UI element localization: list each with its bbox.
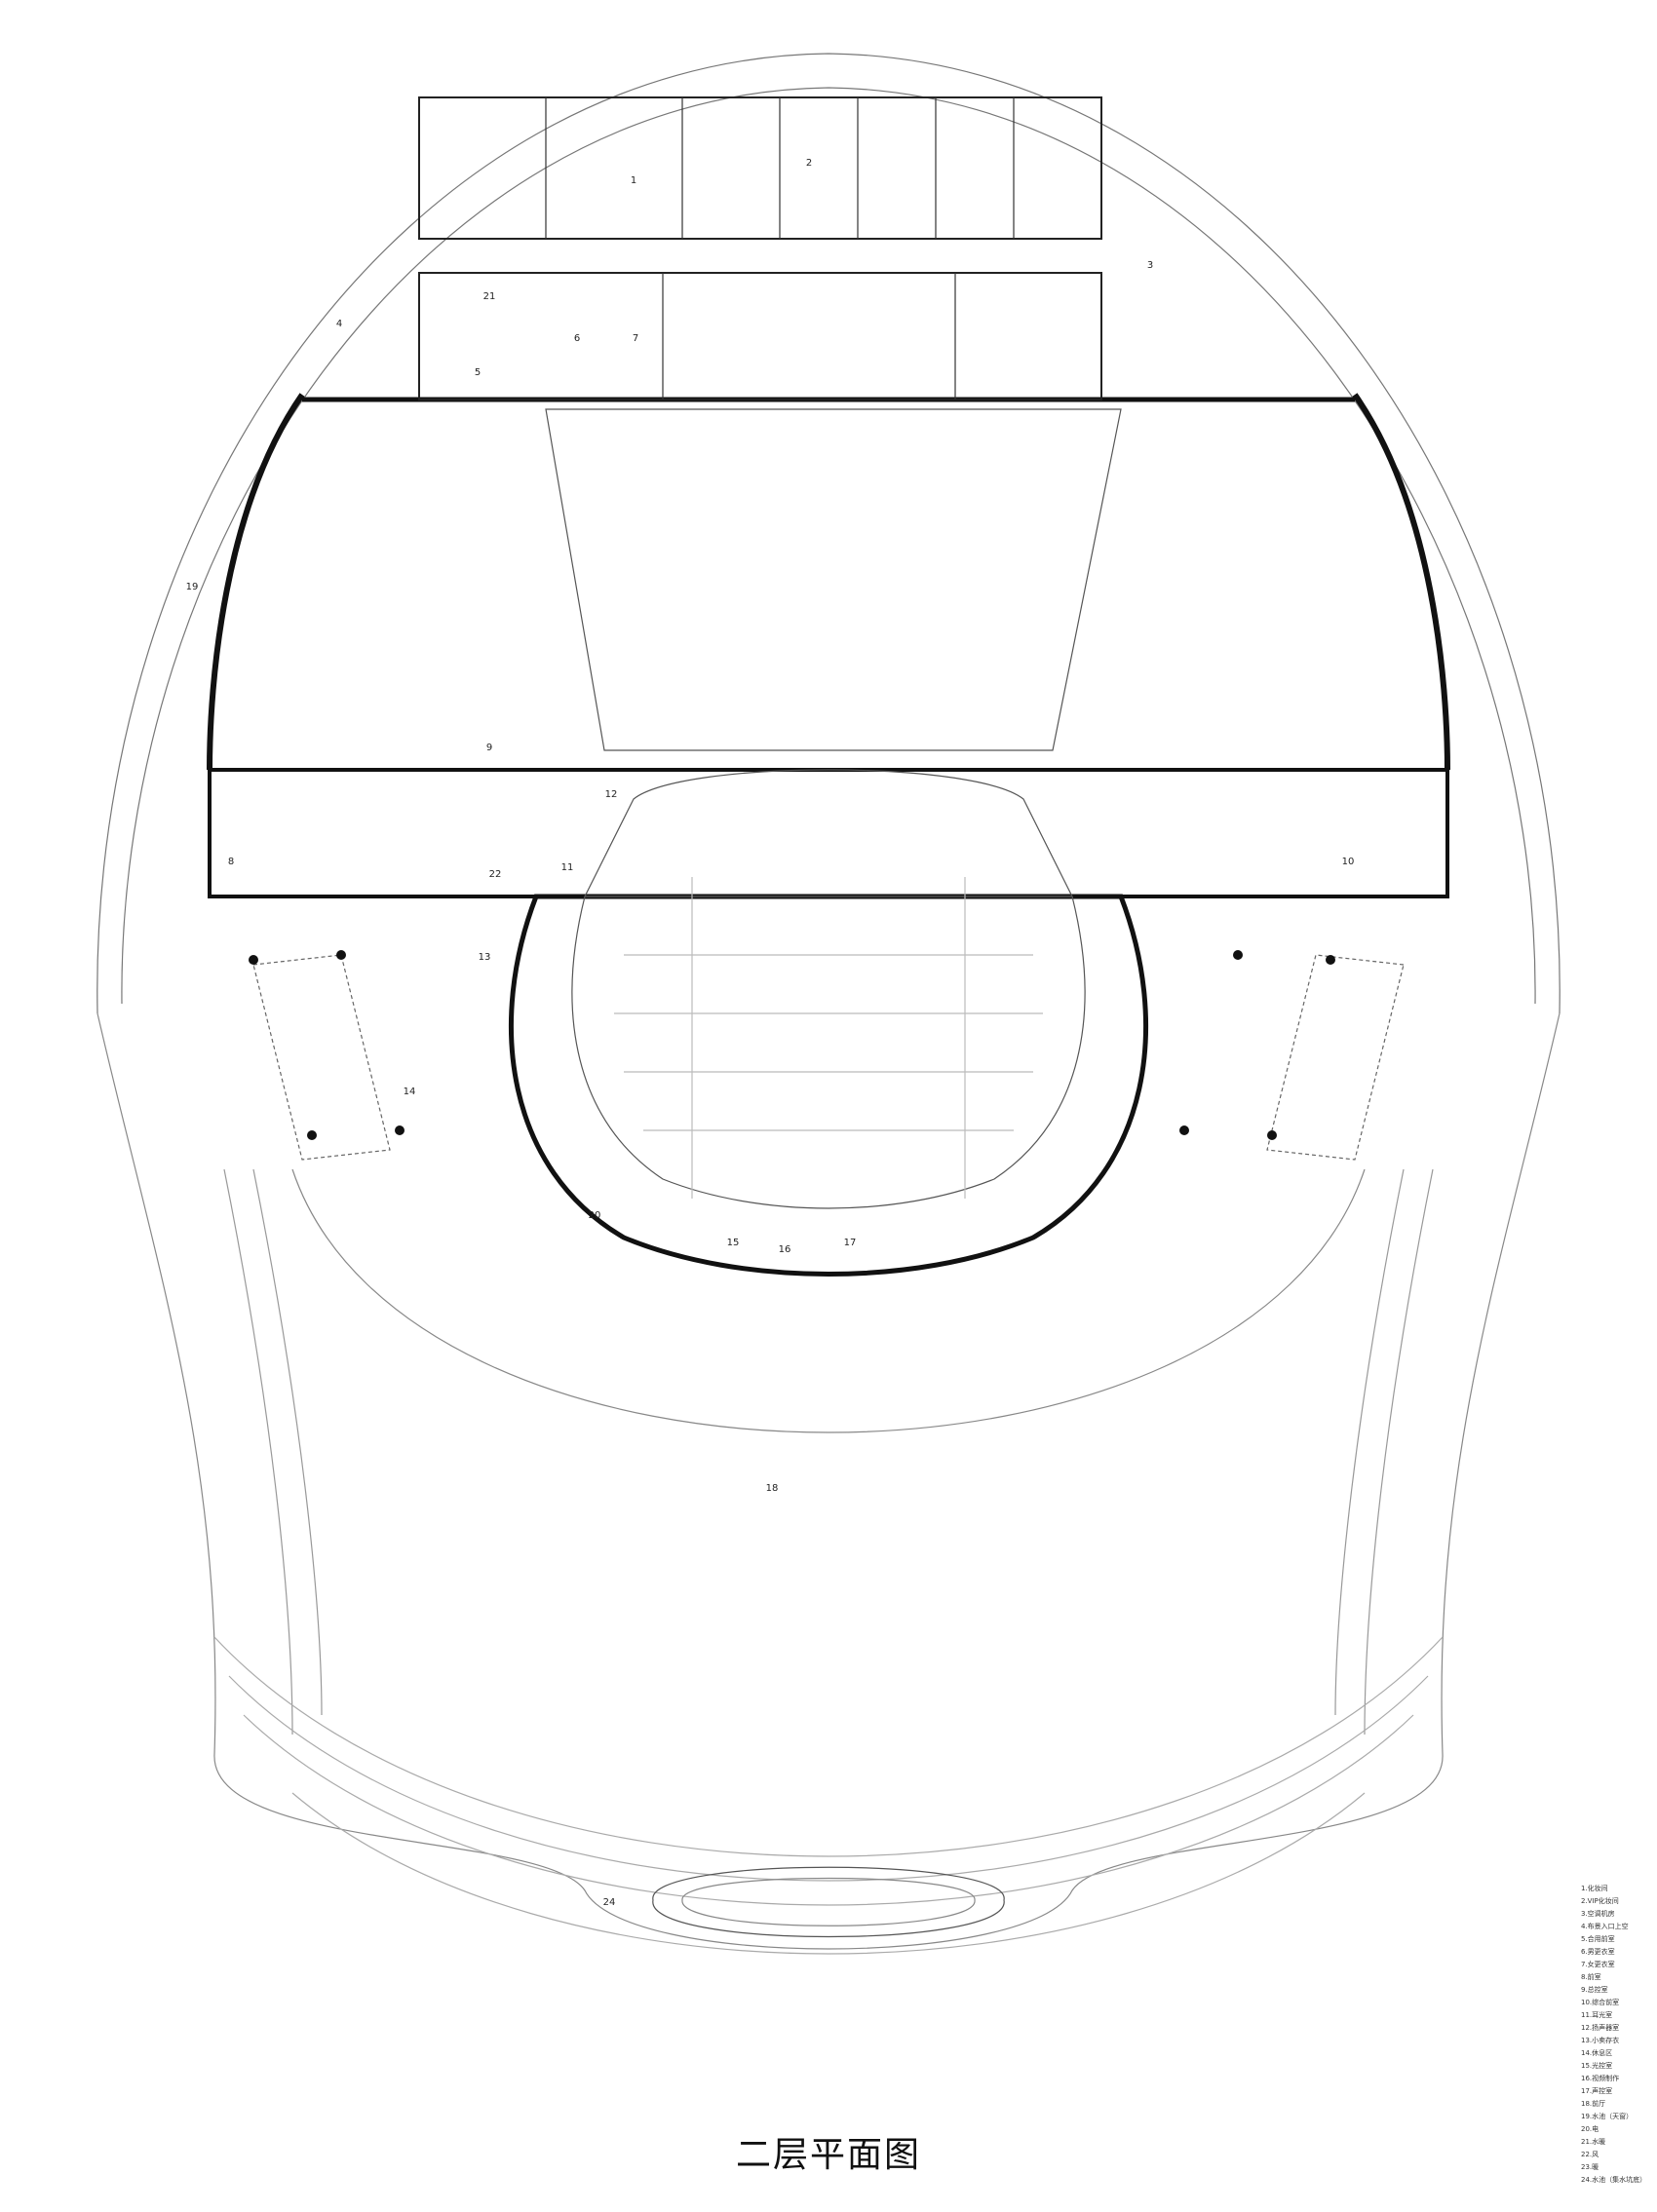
front-hall-arc (291, 1168, 1366, 1433)
legend-item: 9.总控室 (1581, 1986, 1608, 1994)
room-label: 19 (186, 582, 199, 592)
auditorium-outer (508, 894, 1149, 1277)
stage (545, 408, 1122, 751)
room-label: 22 (489, 869, 502, 880)
legend-item: 7.女更衣室 (1581, 1961, 1615, 1968)
room-label: 24 (603, 1897, 616, 1908)
room-label: 15 (727, 1238, 740, 1248)
room-label: 5 (475, 367, 481, 378)
legend-item: 6.男更衣室 (1581, 1948, 1615, 1956)
legend-item: 21.水暖 (1581, 2138, 1606, 2146)
legend-item: 1.化妆间 (1581, 1885, 1608, 1892)
legend-item: 3.空调机房 (1581, 1910, 1615, 1918)
room-label: 10 (1342, 857, 1355, 867)
legend-item: 23.暖 (1581, 2163, 1599, 2171)
legend-item: 17.声控室 (1581, 2087, 1613, 2095)
legend-item: 2.VIP化妆间 (1581, 1897, 1619, 1905)
room-label: 18 (766, 1483, 779, 1494)
room-label: 6 (574, 333, 580, 344)
legend-item: 18.前厅 (1581, 2100, 1606, 2108)
legend-item: 4.布景入口上空 (1581, 1923, 1629, 1930)
lower-body-outline (96, 1012, 1561, 1950)
room-label: 2 (806, 158, 812, 169)
legend-item: 5.合用前室 (1581, 1935, 1615, 1943)
legend-item: 11.耳光室 (1581, 2011, 1613, 2019)
room-labels: 1 2 3 4 5 6 7 8 9 10 11 12 13 14 15 16 1… (186, 158, 1355, 1908)
room-label: 3 (1147, 260, 1153, 271)
room-label: 14 (404, 1087, 416, 1097)
legend-item: 20.电 (1581, 2125, 1599, 2133)
legend-item: 10.综合前室 (1581, 1999, 1620, 2006)
legend-item: 19.水池（天窗） (1581, 2113, 1634, 2120)
room-label: 12 (605, 789, 618, 800)
room-label: 21 (483, 291, 496, 302)
legend-item: 13.小卖存衣 (1581, 2037, 1620, 2044)
pool (652, 1866, 1005, 1938)
room-label: 17 (844, 1238, 857, 1248)
auditorium-seating (571, 896, 1086, 1209)
legend-item: 8.前室 (1581, 1973, 1601, 1981)
legend-item: 16.视频制作 (1581, 2075, 1620, 2082)
legend-item: 24.水池（集水坑底） (1581, 2176, 1647, 2184)
backstage-block (418, 96, 1102, 240)
outer-shell (96, 53, 1561, 1014)
service-band (208, 768, 1449, 898)
room-label: 9 (486, 743, 492, 753)
room-label: 11 (561, 862, 574, 873)
room-label: 13 (479, 952, 491, 963)
room-label: 20 (589, 1210, 601, 1221)
room-label: 4 (336, 319, 342, 329)
legend-item: 15.光控室 (1581, 2062, 1613, 2070)
legend-item: 12.扬声器室 (1581, 2024, 1620, 2032)
room-label: 1 (631, 175, 636, 186)
room-label: 16 (779, 1244, 791, 1255)
foyer-left (252, 954, 391, 1161)
outer-shell-inner (121, 87, 1536, 1005)
plan-title: 二层平面图 (735, 2135, 921, 2175)
room-label: 7 (633, 333, 638, 344)
legend: 1.化妆间 2.VIP化妆间 3.空调机房 4.布景入口上空 5.合用前室 6.男更衣室 7… (1581, 1883, 1655, 2187)
foyer-right (1266, 954, 1405, 1161)
room-label: 8 (228, 857, 234, 867)
legend-item: 22.风 (1581, 2151, 1599, 2158)
legend-item: 14.休息区 (1581, 2049, 1613, 2057)
